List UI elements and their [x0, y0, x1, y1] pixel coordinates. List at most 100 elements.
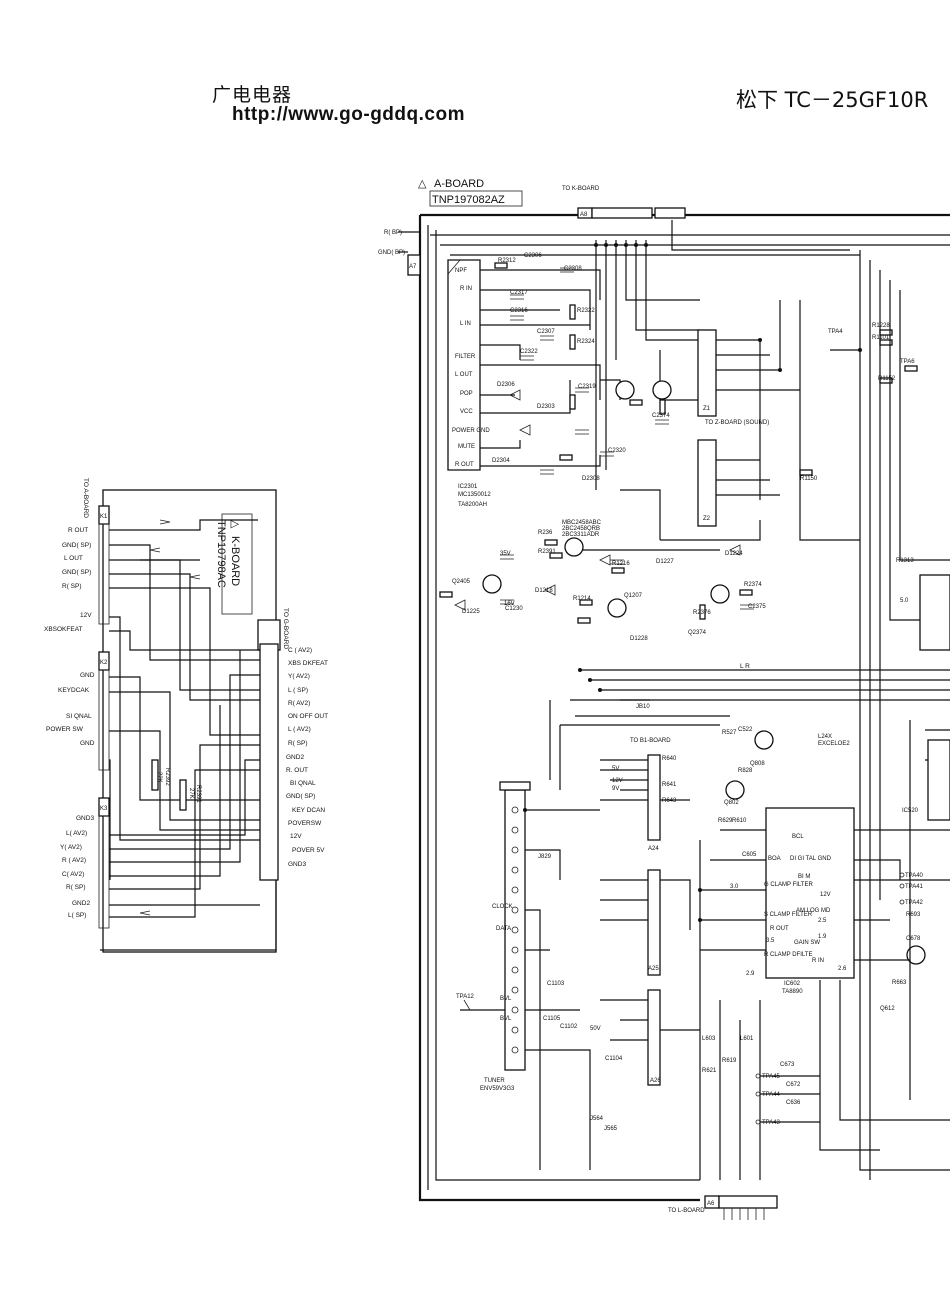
- k2-sig-2: SI QNAL: [66, 713, 92, 720]
- comp-31: R2376: [693, 610, 711, 616]
- k3-sig-5: R( SP): [66, 884, 86, 891]
- comp-69: J564: [590, 1116, 604, 1122]
- comp-41: R1313: [896, 558, 914, 564]
- ic-pin-s-clamp: S CLAMP FILTER: [764, 912, 813, 918]
- tp-a41: TPA41: [905, 884, 924, 890]
- volt-5-0: 5.0: [900, 598, 909, 604]
- k2-sig-4: GND: [80, 740, 95, 747]
- a26-label: A26: [650, 1078, 661, 1084]
- k1-sig-6: XBSOKFEAT: [44, 626, 83, 633]
- comp-71: C1104: [605, 1056, 623, 1062]
- volt-9v: 9V: [612, 786, 619, 792]
- comp-62: L603: [702, 1036, 716, 1042]
- tuner-pin-clock: CLOCK: [492, 904, 513, 910]
- ic-pin-digital-gnd: DI GI TAL GND: [790, 856, 832, 862]
- comp-33: C2375: [748, 604, 766, 610]
- tp-a44: TPA44: [762, 1092, 781, 1098]
- comp-21: D1227: [656, 559, 674, 565]
- volt-12v: 12V: [612, 778, 623, 784]
- k3-label: K3: [100, 806, 108, 812]
- g-sig-3: L ( SP): [288, 687, 308, 694]
- k3-sig-0: GND3: [76, 815, 94, 822]
- tp-a42: TPA42: [905, 900, 924, 906]
- k3-sig-4: C( AV2): [62, 871, 84, 878]
- tuner-pin-bvl2: BVL: [500, 1016, 512, 1022]
- comp-65: R663: [892, 980, 907, 986]
- tuner-pin-bvl: BVL: [500, 996, 512, 1002]
- comp-19: R2391: [538, 549, 556, 555]
- comp-22: D1224: [725, 551, 743, 557]
- tp-a12: TPA12: [456, 994, 475, 1000]
- volt-3-0: 3.0: [730, 884, 739, 890]
- to-k-board: TO K-BOARD: [562, 186, 600, 192]
- ic-pin-bim: BI M: [798, 874, 810, 880]
- g-sig-11: GND( SP): [286, 793, 315, 800]
- k1-sig-2: L OUT: [64, 555, 83, 562]
- k-res-1-ref: R2391: [195, 785, 201, 803]
- comp-67: JB10: [636, 704, 650, 710]
- comp-9: D2306: [497, 382, 515, 388]
- g-sig-9: R. OUT: [286, 767, 308, 774]
- ic602-part: TA8890: [782, 989, 803, 995]
- k2-label: K2: [100, 660, 108, 666]
- ic-pin-boa: BOA: [768, 856, 781, 862]
- to-l-board: TO L-BOARD: [668, 1208, 705, 1214]
- comp-13: C2320: [608, 448, 626, 454]
- model-title: 松下 TC－25GF10R: [736, 88, 929, 112]
- comp-52: R643: [662, 798, 677, 804]
- comp-56: L601: [740, 1036, 754, 1042]
- pin-func-pop: POP: [460, 391, 473, 397]
- comp-14: D2308: [582, 476, 600, 482]
- k-res-0-ref: R2392: [164, 768, 170, 786]
- site-url[interactable]: http://www.go-gddq.com: [232, 104, 465, 125]
- k3-sig-7: L( SP): [68, 912, 86, 919]
- comp-63: R693: [906, 912, 921, 918]
- k2-sig-1: KEYDCAK: [58, 687, 90, 694]
- tp-a45: TPA45: [762, 1074, 781, 1080]
- comp-10: D2303: [537, 404, 555, 410]
- comp-20: R1216: [612, 561, 630, 567]
- comp-4: C2316: [510, 308, 528, 314]
- ic2301-block: [447, 259, 481, 471]
- comp-72: C1105: [543, 1016, 561, 1022]
- comp-57: R619: [722, 1058, 737, 1064]
- k2-sig-3: POWER SW: [46, 726, 84, 733]
- tp-a43: TPA43: [762, 1120, 781, 1126]
- k-board-outline: [102, 489, 277, 953]
- comp-12: C2319: [578, 384, 596, 390]
- ic2301-package: TA8200AH: [458, 502, 487, 508]
- comp-6: C2322: [520, 349, 538, 355]
- comp-35: R1150: [800, 476, 818, 482]
- comp-34: Q2374: [688, 630, 707, 636]
- left-sig-gndbp: GND( BP): [378, 250, 405, 256]
- g-sig-5: ON OFF OUT: [288, 713, 328, 720]
- g-sig-10: BI QNAL: [290, 780, 316, 787]
- g-sig-4: R( AV2): [288, 700, 310, 707]
- a6-label: A6: [707, 1201, 715, 1207]
- a25-label: A25: [648, 966, 659, 972]
- comp-74: C1102: [560, 1024, 578, 1030]
- ic2301-part: MC1350012: [458, 492, 491, 498]
- ic-pin-gainsw: GAIN SW: [794, 940, 820, 946]
- a-board-section: △ A-BOARD TNP197082AZ A8 TO K-BOARD A7 R…: [378, 178, 950, 1220]
- svg-text:L R: L R: [740, 663, 750, 670]
- comp-54: R610: [732, 818, 747, 824]
- pin-func-lout: L OUT: [455, 372, 473, 378]
- volt-1-9: 1.9: [818, 934, 827, 940]
- comp-25: C1230: [505, 606, 523, 612]
- comp-2: C2308: [564, 266, 582, 272]
- ic-pin-r-clamp: R CLAMP DFILTE: [764, 952, 812, 958]
- g-sig-16: GND3: [288, 861, 306, 868]
- comp-61: R621: [702, 1068, 717, 1074]
- comp-47: Q808: [750, 761, 765, 767]
- pin-func-lin: L IN: [460, 321, 471, 327]
- comp-16: 2BC2458QRB: [562, 526, 600, 532]
- ic-pin-bcl: BCL: [792, 834, 804, 840]
- volt-16v: 16V: [504, 601, 515, 607]
- ic-pin-12v: 12V: [820, 892, 831, 898]
- pin-func-rout: R OUT: [455, 462, 474, 468]
- volt-2-6: 2.6: [838, 966, 847, 972]
- k3-sig-2: Y( AV2): [60, 844, 82, 851]
- volt-3-5: 3.5: [766, 938, 775, 944]
- comp-46: C522: [738, 727, 753, 733]
